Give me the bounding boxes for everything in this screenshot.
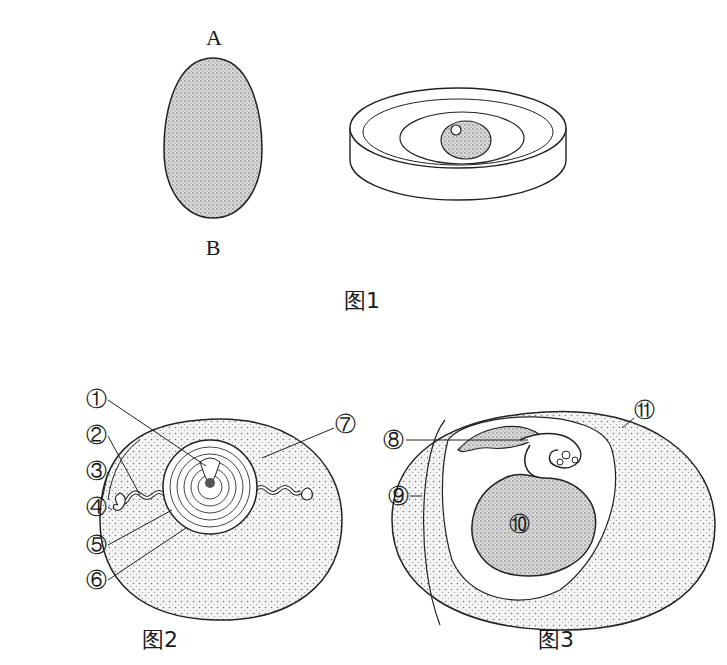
callout-number: ⑤ xyxy=(86,535,107,556)
callout-number: ② xyxy=(86,425,107,446)
figure-caption: 图2 xyxy=(142,629,178,651)
end-letter: A xyxy=(206,27,222,49)
callout-number: ⑩ xyxy=(509,514,530,535)
end-letter: B xyxy=(206,237,221,259)
callout-number: ④ xyxy=(86,497,107,518)
callout-number: ① xyxy=(86,389,107,410)
callout-number: ⑪ xyxy=(634,400,655,421)
figure-caption: 图3 xyxy=(538,629,574,651)
callout-number: ⑥ xyxy=(86,570,107,591)
figure-caption: 图1 xyxy=(344,290,380,312)
callout-number: ⑧ xyxy=(383,430,404,451)
callout-number: ③ xyxy=(86,461,107,482)
callout-number: ⑨ xyxy=(388,486,409,507)
callout-number: ⑦ xyxy=(335,414,356,435)
